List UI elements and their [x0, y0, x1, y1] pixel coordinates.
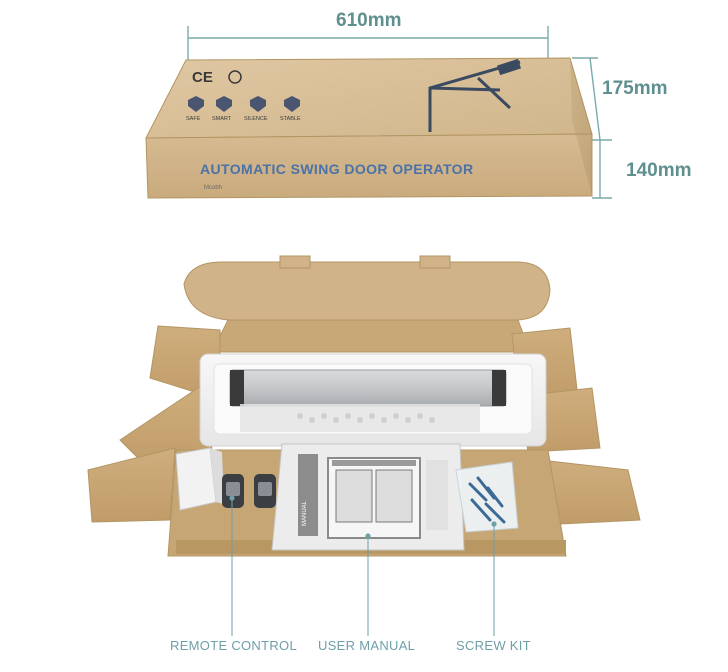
feature-icons: [188, 96, 300, 112]
shield-icon: [188, 96, 204, 112]
remote-control-pair: [222, 474, 276, 508]
depth-height-dimension-line: [572, 57, 612, 199]
receiver-module: [175, 447, 224, 511]
stable-icon: [284, 96, 300, 112]
feature-label-safe: SAFE: [186, 116, 201, 122]
length-dimension-line: [187, 26, 549, 62]
brain-icon: [216, 96, 232, 112]
door-frame-graphic: [428, 60, 521, 132]
screw-leader-dot: [491, 521, 497, 527]
length-dimension-label: 610mm: [336, 10, 402, 31]
certification-marks: CE: [192, 69, 242, 86]
screw-kit-bag: [455, 461, 519, 533]
remote-leader-dot: [229, 495, 235, 501]
open-shipping-box: MANUAL: [87, 255, 641, 557]
user-manual-label: USER MANUAL: [318, 638, 416, 653]
screw-kit-label: SCREW KIT: [456, 638, 531, 653]
height-dimension-label: 140mm: [626, 160, 692, 181]
user-manual-booklet: MANUAL: [271, 443, 465, 551]
feature-label-silence: SILENCE: [244, 116, 268, 122]
box-brand: Mcobh: [204, 185, 222, 191]
box-product-title: AUTOMATIC SWING DOOR OPERATOR: [200, 161, 473, 177]
remote-control-label: REMOTE CONTROL: [170, 638, 297, 653]
door-operator-unit: [229, 369, 507, 432]
silence-icon: [250, 96, 266, 112]
feature-label-stable: STABLE: [280, 116, 301, 122]
manual-cover-text: MANUAL: [302, 500, 308, 526]
feature-label-smart: SMART: [212, 116, 232, 122]
ce-mark: CE: [192, 69, 213, 86]
manual-leader-dot: [365, 533, 371, 539]
closed-shipping-box: CE SAFE SMART SILENCE STABLE AUTOMATIC: [145, 57, 593, 199]
depth-dimension-label: 175mm: [602, 78, 668, 99]
